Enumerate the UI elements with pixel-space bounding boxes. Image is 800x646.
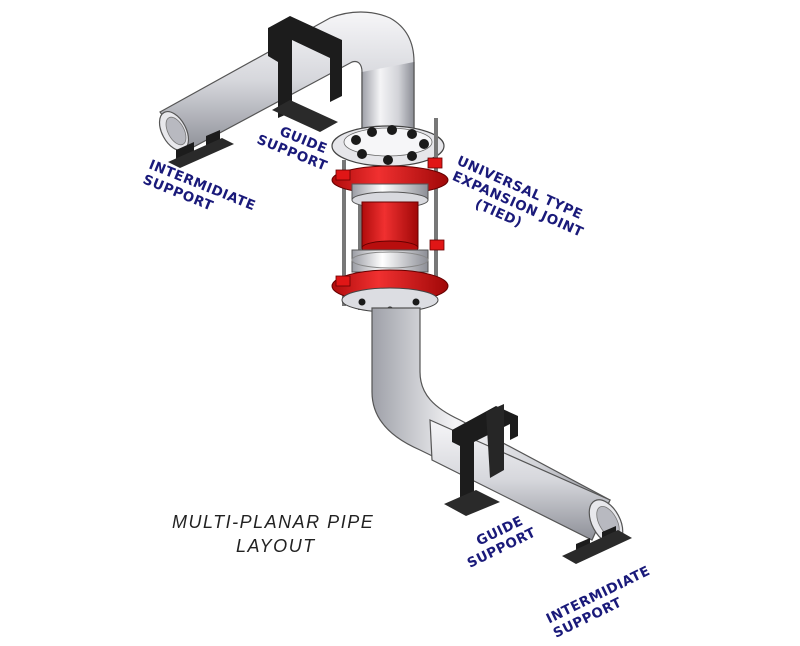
diagram-title: MULTI-PLANAR PIPE LAYOUT — [172, 512, 374, 556]
expansion-joint — [331, 118, 449, 314]
label-expansion-joint: UNIVERSAL TYPE EXPANSION JOINT (TIED) — [450, 153, 586, 241]
label-guide-support-bottom: GUIDE SUPPORT — [465, 513, 539, 572]
intermediate-support-right — [562, 526, 632, 564]
guide-support-bottom — [444, 404, 518, 516]
guide-support-top — [268, 16, 342, 132]
label-intermediate-support-right: INTERMIDIATE SUPPORT — [544, 563, 653, 642]
title-line-2: LAYOUT — [236, 536, 316, 556]
title-line-1: MULTI-PLANAR PIPE — [172, 512, 374, 532]
flange-bolts-top — [351, 125, 429, 165]
intermediate-support-left — [168, 130, 234, 168]
label-intermediate-support-left: INTERMIDIATE SUPPORT — [141, 157, 258, 215]
